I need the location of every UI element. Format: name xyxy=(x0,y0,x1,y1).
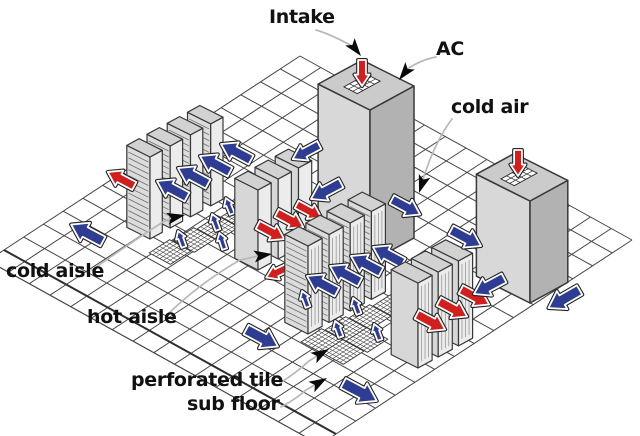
cold-air-arrow xyxy=(214,230,230,252)
hot-air-arrow xyxy=(412,308,448,334)
label-sub-floor: sub floor xyxy=(187,393,280,415)
cold-air-arrow xyxy=(370,243,408,270)
perforated-tile-patch-cold-aisle-2 xyxy=(300,292,416,365)
cold-air-arrow xyxy=(331,319,346,340)
cold-air-arrow xyxy=(304,272,342,299)
cold-air-arrow xyxy=(175,164,213,191)
cold-air-arrow xyxy=(349,296,364,317)
hot-air-arrow xyxy=(508,148,528,178)
hot-exhaust-row-d xyxy=(412,283,492,334)
label-cold-air: cold air xyxy=(451,96,529,118)
cold-air-arrow xyxy=(370,322,385,343)
cold-air-into-row-a xyxy=(154,140,256,204)
label-perforated-tile: perforated tile xyxy=(131,369,284,391)
callout-cold-aisle xyxy=(91,212,185,271)
cold-air-arrow xyxy=(471,271,509,298)
cold-air-arrow xyxy=(197,152,235,179)
callout-hot-aisle xyxy=(167,250,272,315)
ac-unit-right xyxy=(475,152,569,304)
cold-air-arrow xyxy=(222,196,237,217)
callout-arrowhead xyxy=(253,250,272,263)
cold-air-arrow xyxy=(298,289,313,310)
cold-air-arrow xyxy=(154,177,192,204)
callout-ac xyxy=(399,56,437,80)
hot-air-arrow xyxy=(434,295,470,321)
cold-air-arrow xyxy=(308,176,346,203)
callout-intake xyxy=(315,29,361,56)
cold-air-arrow xyxy=(446,223,484,250)
cold-air-arrow xyxy=(348,252,386,279)
callout-sub-floor xyxy=(280,378,327,408)
cold-air-underfloor-arrows xyxy=(69,138,585,405)
hot-exhaust-row-a xyxy=(105,168,139,193)
ac-intake-hot-arrows xyxy=(352,58,528,178)
cold-air-into-row-c xyxy=(304,243,408,299)
label-cold-aisle: cold aisle xyxy=(6,260,105,282)
cold-air-arrow xyxy=(208,212,223,233)
hot-air-arrow xyxy=(352,58,372,88)
callout-arrowhead xyxy=(166,212,185,225)
cold-air-arrow xyxy=(290,138,324,163)
callout-perforated-tile xyxy=(279,349,329,384)
cold-air-arrow xyxy=(218,140,256,167)
callout-arrowhead xyxy=(345,38,361,56)
label-ac: AC xyxy=(436,38,465,60)
cold-air-arrow xyxy=(241,322,280,351)
sub-floor-edge xyxy=(0,249,337,436)
cold-air-arrow xyxy=(69,220,108,249)
callout-arrowhead xyxy=(310,349,329,364)
hot-air-arrow xyxy=(272,206,306,231)
callout-arrowhead xyxy=(399,62,415,80)
hot-air-arrow xyxy=(253,218,287,243)
callout-arrowhead xyxy=(308,378,327,393)
label-hot-aisle: hot aisle xyxy=(87,306,177,328)
cold-air-arrow xyxy=(546,283,585,312)
cold-air-risers-aisle-1 xyxy=(174,196,237,252)
cold-air-arrow xyxy=(174,229,189,250)
callout-arrowhead xyxy=(418,174,431,193)
cold-air-risers-aisle-2 xyxy=(298,289,385,343)
cold-air-arrow xyxy=(327,262,365,289)
callout-cold-air xyxy=(418,118,453,193)
label-intake: Intake xyxy=(269,6,335,28)
cold-air-arrow xyxy=(387,193,423,219)
cold-air-arrow xyxy=(338,376,379,405)
hot-air-arrow xyxy=(105,168,139,193)
